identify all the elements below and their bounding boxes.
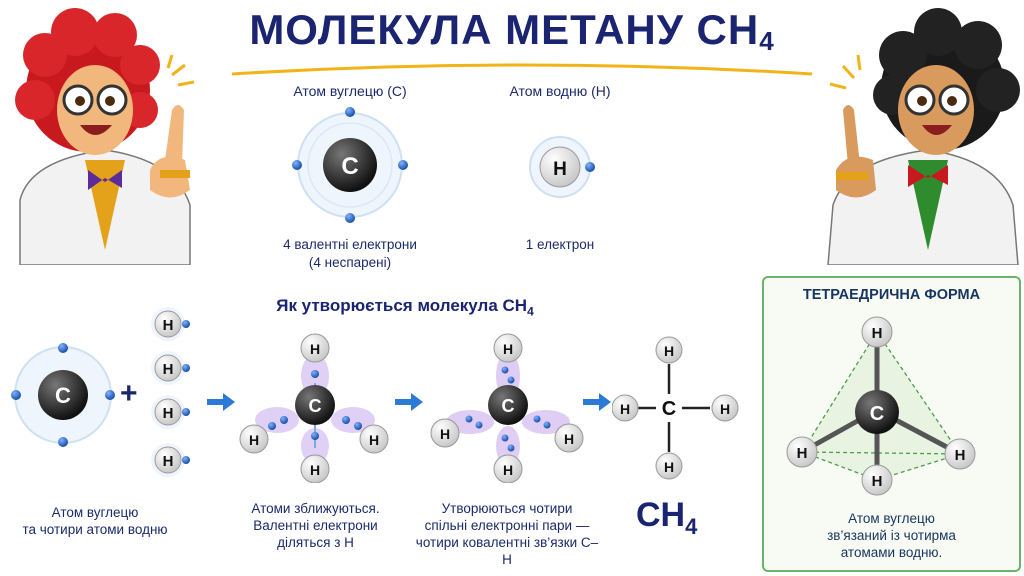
step1-caption-2: та чотири атоми водню bbox=[22, 522, 168, 537]
svg-text:H: H bbox=[872, 473, 883, 490]
svg-text:C: C bbox=[662, 398, 676, 420]
svg-text:H: H bbox=[564, 431, 574, 447]
carbon-caption-1: 4 валентні електрони bbox=[283, 237, 417, 252]
svg-text:H: H bbox=[163, 361, 174, 378]
svg-text:H: H bbox=[163, 453, 174, 470]
svg-text:H: H bbox=[503, 462, 513, 478]
svg-text:H: H bbox=[369, 432, 379, 448]
svg-text:H: H bbox=[797, 445, 808, 462]
tetrahedral-caption-3: атомами водню. bbox=[840, 545, 943, 560]
tetrahedral-model: C H H H H bbox=[786, 316, 976, 496]
methane-formula: CH4 bbox=[636, 496, 698, 539]
step2-caption-3: діляться з H bbox=[277, 535, 354, 550]
tetrahedral-title: ТЕТРАЕДРИЧНА ФОРМА bbox=[802, 287, 981, 303]
step3-shared-electron-pairs: C H H H H bbox=[430, 333, 584, 483]
electron bbox=[398, 160, 408, 170]
svg-text:H: H bbox=[249, 432, 259, 448]
structural-formula: C H H H H bbox=[612, 336, 739, 480]
title-underline bbox=[232, 63, 812, 76]
carbon-symbol: C bbox=[341, 153, 358, 180]
electron bbox=[585, 162, 595, 172]
hydrogen-symbol: H bbox=[553, 159, 567, 180]
svg-text:H: H bbox=[503, 341, 513, 357]
step2-approaching-atoms: C H H H H bbox=[239, 333, 389, 483]
svg-text:H: H bbox=[955, 447, 966, 464]
scientist-left-illustration bbox=[15, 8, 195, 265]
electron bbox=[345, 213, 355, 223]
svg-text:H: H bbox=[310, 341, 320, 357]
svg-text:C: C bbox=[870, 403, 884, 425]
step3-caption-2: спільні електронні пари — bbox=[424, 518, 590, 533]
step1-hydrogen-atoms: H H H H bbox=[151, 307, 190, 477]
step1-caption-1: Атом вуглецю bbox=[51, 505, 139, 520]
carbon-atom-label: Атом вуглецю (C) bbox=[293, 83, 407, 99]
step1-carbon-atom: C bbox=[11, 343, 115, 447]
hydrogen-atom-diagram: H bbox=[529, 136, 595, 198]
carbon-caption-2: (4 неспарені) bbox=[308, 255, 392, 270]
arrow-icon bbox=[583, 393, 611, 411]
svg-text:H: H bbox=[163, 317, 174, 334]
plus-sign: + bbox=[120, 377, 138, 410]
electron bbox=[292, 160, 302, 170]
page-title: МОЛЕКУЛА МЕТАНУ CH4 bbox=[249, 6, 775, 56]
svg-text:C: C bbox=[502, 396, 515, 416]
hydrogen-caption: 1 електрон bbox=[525, 237, 595, 252]
tetrahedral-caption-2: зв’язаний із чотирма bbox=[827, 528, 956, 543]
hydrogen-atom-label: Атом водню (H) bbox=[509, 83, 611, 99]
step3-caption-3: чотири ковалентні зв’язки C–H bbox=[415, 535, 599, 567]
svg-text:H: H bbox=[664, 459, 674, 475]
step2-caption-1: Атоми зближуються. bbox=[251, 501, 380, 516]
svg-text:H: H bbox=[440, 426, 450, 442]
carbon-atom-diagram: C bbox=[292, 107, 408, 223]
scientist-right-illustration bbox=[827, 8, 1020, 265]
svg-text:H: H bbox=[720, 401, 730, 417]
formation-section-title: Як утворюється молекула CH4 bbox=[276, 296, 534, 319]
svg-text:H: H bbox=[310, 462, 320, 478]
electron bbox=[345, 107, 355, 117]
tetrahedral-caption-1: Атом вуглецю bbox=[848, 511, 935, 526]
svg-text:C: C bbox=[55, 383, 71, 408]
step3-caption-1: Утворюються чотири bbox=[441, 501, 573, 516]
svg-text:H: H bbox=[664, 343, 674, 359]
svg-text:H: H bbox=[163, 405, 174, 422]
svg-text:H: H bbox=[620, 401, 630, 417]
arrow-icon bbox=[395, 393, 423, 411]
svg-text:H: H bbox=[872, 325, 883, 342]
svg-text:C: C bbox=[309, 396, 322, 416]
arrow-icon bbox=[207, 393, 235, 411]
step2-caption-2: Валентні електрони bbox=[253, 518, 378, 533]
